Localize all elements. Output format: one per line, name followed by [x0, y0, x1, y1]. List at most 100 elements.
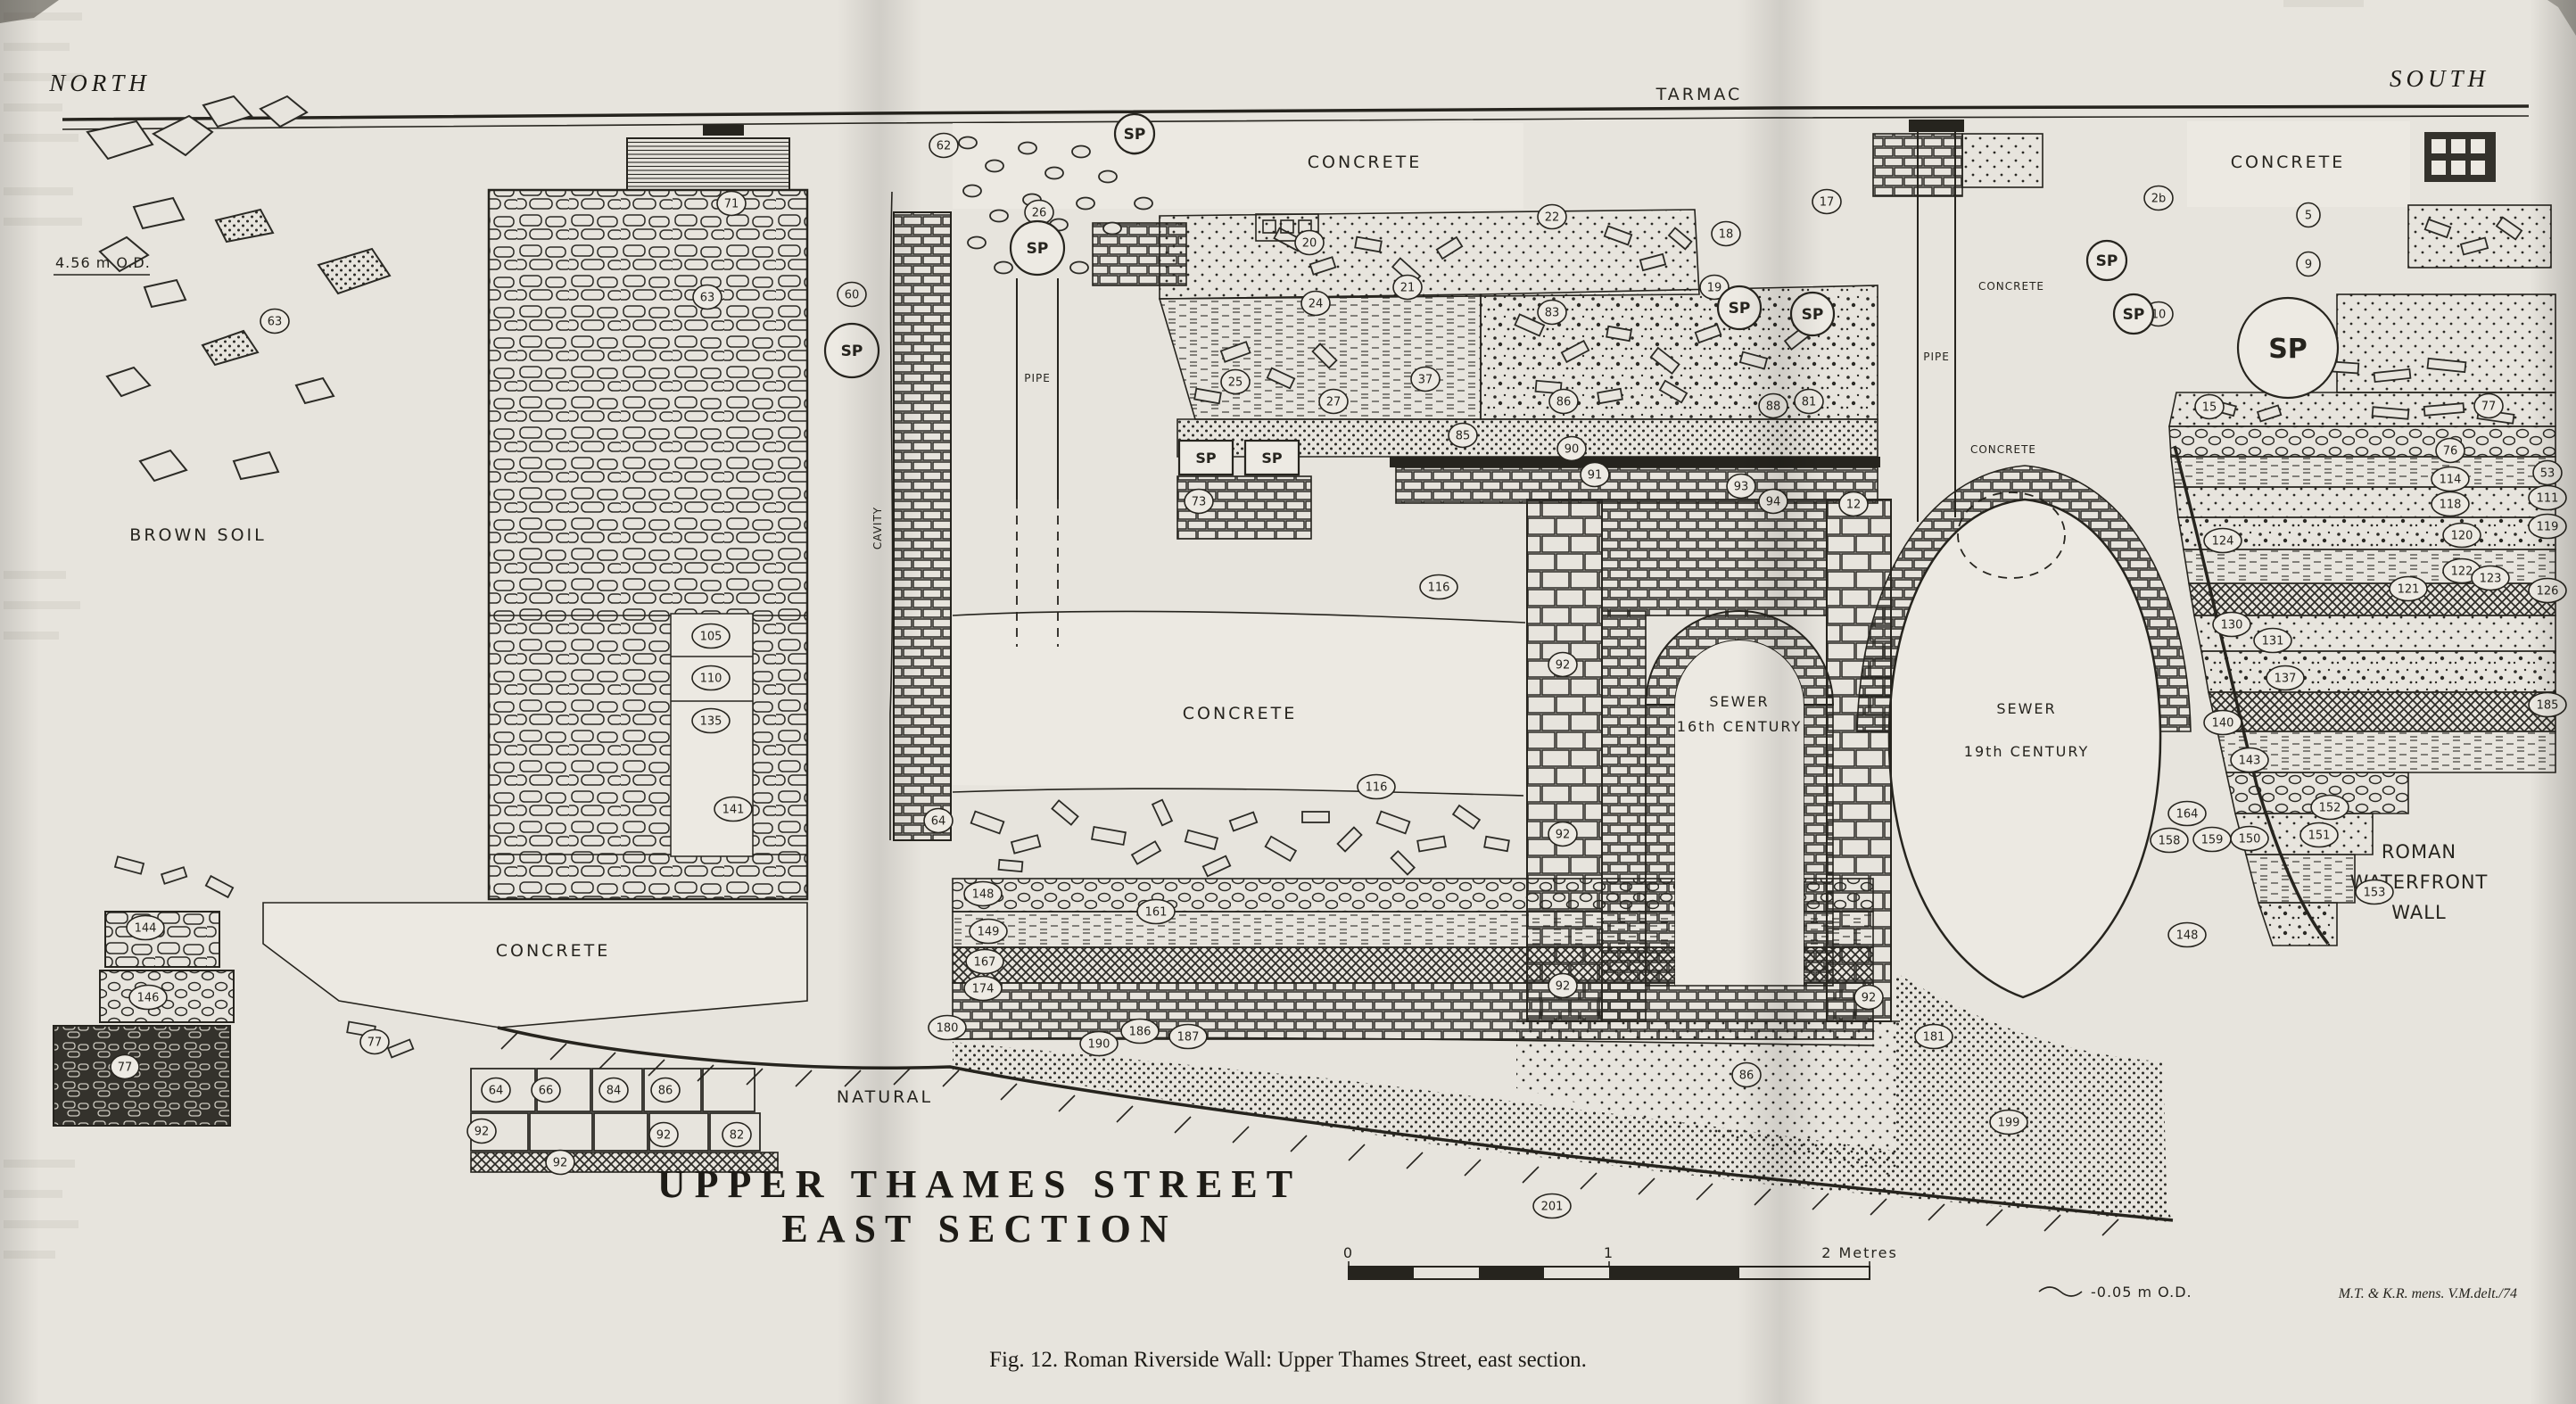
- context-number: 2b: [2143, 185, 2174, 211]
- label-north: NORTH: [48, 70, 151, 96]
- figure-credit: M.T. & K.R. mens. V.M.delt./74: [2338, 1286, 2517, 1301]
- context-number: 114: [2431, 466, 2470, 492]
- svg-text:62: 62: [937, 140, 952, 153]
- page-edge-right: [2530, 0, 2576, 1404]
- context-number: 141: [714, 796, 753, 822]
- scale-label-1: 1: [1604, 1244, 1614, 1261]
- svg-text:5: 5: [2305, 210, 2312, 223]
- context-number: 37: [1410, 366, 1441, 392]
- context-number: 92: [1854, 984, 1884, 1011]
- svg-text:105: 105: [700, 631, 722, 644]
- context-number: 92: [1548, 651, 1578, 678]
- label-brown-soil: BROWN SOIL: [129, 525, 266, 545]
- svg-text:124: 124: [2212, 535, 2234, 549]
- svg-text:20: 20: [1302, 237, 1317, 251]
- svg-text:199: 199: [1998, 1117, 2020, 1130]
- svg-text:85: 85: [1456, 430, 1471, 443]
- svg-text:150: 150: [2239, 833, 2261, 847]
- context-number: 174: [963, 975, 1003, 1002]
- svg-text:92: 92: [475, 1126, 490, 1139]
- soak-pit-marker: SP: [2085, 239, 2128, 282]
- svg-text:77: 77: [367, 1036, 383, 1050]
- svg-text:84: 84: [607, 1085, 622, 1098]
- svg-text:SP: SP: [2268, 334, 2308, 365]
- context-number: 9: [2296, 251, 2321, 277]
- svg-text:91: 91: [1588, 469, 1603, 483]
- context-number: 180: [928, 1014, 967, 1041]
- svg-text:137: 137: [2275, 673, 2297, 686]
- svg-text:66: 66: [539, 1085, 554, 1098]
- svg-text:73: 73: [1192, 496, 1207, 509]
- soak-pit-marker: SP: [1009, 219, 1066, 277]
- svg-text:71: 71: [724, 198, 739, 211]
- svg-text:114: 114: [2440, 474, 2462, 487]
- svg-text:22: 22: [1545, 211, 1560, 225]
- svg-text:164: 164: [2176, 808, 2199, 822]
- svg-text:180: 180: [937, 1022, 959, 1036]
- svg-text:148: 148: [2176, 929, 2199, 943]
- svg-text:158: 158: [2159, 835, 2181, 848]
- pipe-left: [1016, 278, 1059, 647]
- svg-text:18: 18: [1719, 228, 1734, 242]
- label-sewer19-line1: SEWER: [1996, 700, 2056, 717]
- svg-text:92: 92: [656, 1129, 672, 1143]
- label-od-top: 4.56 m O.D.: [55, 254, 151, 271]
- figure-caption: Fig. 12. Roman Riverside Wall: Upper Tha…: [989, 1348, 1587, 1372]
- context-number: 86: [650, 1077, 681, 1103]
- svg-text:121: 121: [2398, 583, 2420, 597]
- context-number: 148: [963, 880, 1003, 907]
- svg-text:19: 19: [1707, 282, 1722, 295]
- label-waterfront-line1: ROMAN: [2382, 841, 2456, 863]
- context-number: 130: [2212, 611, 2251, 638]
- context-number: 148: [2167, 921, 2207, 948]
- od-squiggle: [2038, 1286, 2083, 1297]
- svg-text:21: 21: [1400, 282, 1416, 295]
- scale-bar: [1348, 1261, 1870, 1280]
- foreshore-gravels: [953, 972, 2173, 1222]
- svg-text:144: 144: [135, 922, 157, 936]
- context-number: 64: [923, 807, 954, 834]
- svg-text:130: 130: [2221, 619, 2243, 632]
- context-number: 91: [1580, 461, 1610, 488]
- svg-text:116: 116: [1366, 781, 1388, 795]
- context-number: 92: [1548, 972, 1578, 999]
- context-number: 161: [1136, 898, 1176, 925]
- svg-text:63: 63: [268, 316, 283, 329]
- context-number: 143: [2230, 747, 2269, 773]
- context-number: 167: [965, 948, 1004, 975]
- label-pipe-right: PIPE: [1923, 351, 1950, 363]
- pipe-right: [1909, 120, 1964, 522]
- svg-text:2b: 2b: [2151, 193, 2167, 206]
- context-number: 121: [2389, 575, 2428, 602]
- svg-text:122: 122: [2451, 566, 2473, 579]
- svg-text:24: 24: [1309, 298, 1324, 311]
- context-number: 105: [691, 623, 731, 649]
- context-number: 153: [2355, 879, 2394, 905]
- soak-pit-marker: SP: [2236, 296, 2340, 400]
- concrete-areas: [262, 121, 2410, 1028]
- svg-text:140: 140: [2212, 717, 2234, 731]
- svg-text:92: 92: [1556, 829, 1571, 842]
- context-number: 137: [2266, 665, 2305, 691]
- context-number: 73: [1184, 488, 1214, 515]
- label-concrete-6: CONCRETE: [496, 941, 611, 961]
- grill-icon-right: [2424, 132, 2496, 182]
- context-number: 62: [929, 132, 959, 159]
- svg-text:161: 161: [1145, 906, 1168, 920]
- rubble-spread-centre: [970, 798, 1510, 878]
- context-number: 92: [648, 1121, 679, 1148]
- context-number: 144: [126, 914, 165, 941]
- context-number: 82: [722, 1121, 752, 1148]
- context-number: 63: [692, 284, 722, 310]
- context-number: 22: [1537, 203, 1567, 230]
- svg-text:148: 148: [972, 888, 995, 902]
- svg-text:167: 167: [974, 956, 996, 970]
- svg-text:90: 90: [1565, 443, 1580, 457]
- page-fold-left: [837, 0, 922, 1404]
- context-number: 63: [260, 308, 290, 334]
- context-number: 149: [969, 918, 1008, 945]
- svg-text:SP: SP: [1195, 450, 1217, 467]
- label-south: SOUTH: [2390, 65, 2489, 92]
- svg-text:92: 92: [1556, 659, 1571, 673]
